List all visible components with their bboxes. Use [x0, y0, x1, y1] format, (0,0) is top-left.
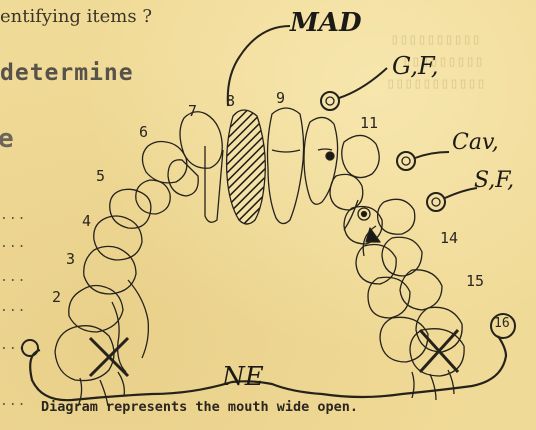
- annotation-ne: NE: [222, 362, 264, 392]
- tooth-8-hatched: [227, 110, 266, 224]
- tooth-number-11: 11: [360, 114, 378, 132]
- annotation-sf: S,F,: [474, 168, 514, 193]
- annotation-cav: Cav,: [452, 130, 499, 155]
- extraction-x-right: [420, 330, 458, 372]
- tooth-number-2: 2: [52, 288, 61, 306]
- tooth-number-8: 8: [226, 92, 235, 110]
- cav-circle: [397, 152, 415, 170]
- cav-leader: [415, 152, 449, 158]
- tooth-outline: [142, 142, 186, 183]
- tooth-number-14: 14: [440, 229, 458, 247]
- gf-leader: [339, 68, 387, 98]
- filling-mark: [362, 212, 367, 217]
- gf-circle-inner: [326, 97, 334, 105]
- cav-circle-inner: [402, 157, 410, 165]
- tooth-number-6: 6: [139, 123, 148, 141]
- tooth-10: [304, 117, 338, 204]
- tooth-number-4: 4: [82, 212, 91, 230]
- tooth-number-16: 16: [494, 316, 510, 331]
- tooth-9: [268, 108, 304, 224]
- tooth-outline: [84, 246, 136, 294]
- tooth-outline: [380, 317, 428, 362]
- tooth-outline: [272, 150, 300, 152]
- tooth-number-9: 9: [276, 89, 285, 107]
- tooth-number-5: 5: [96, 167, 105, 185]
- tooth-number-15: 15: [466, 272, 484, 290]
- caries-dot: [326, 152, 334, 160]
- tooth-1-circle: [22, 340, 38, 356]
- tooth-outline: [110, 189, 151, 228]
- diagram-caption: Diagram represents the mouth wide open.: [41, 399, 358, 415]
- caries-mark: [366, 228, 380, 242]
- annotation-mad: MAD: [290, 8, 362, 38]
- tooth-number-3: 3: [66, 250, 75, 268]
- sf-leader: [445, 188, 477, 198]
- tooth-11: [342, 135, 379, 177]
- annotation-gf: G,F,: [392, 52, 439, 80]
- tooth-outline: [318, 149, 332, 150]
- sf-circle: [427, 193, 445, 211]
- tooth-outline: [330, 174, 363, 210]
- tooth-outline: [128, 280, 148, 358]
- tooth-outline: [94, 216, 142, 260]
- tooth-outline: [378, 199, 415, 234]
- tooth-number-7: 7: [188, 102, 197, 120]
- tooth-outline: [136, 180, 170, 214]
- gf-circle: [321, 92, 339, 110]
- sf-circle-inner: [432, 198, 440, 206]
